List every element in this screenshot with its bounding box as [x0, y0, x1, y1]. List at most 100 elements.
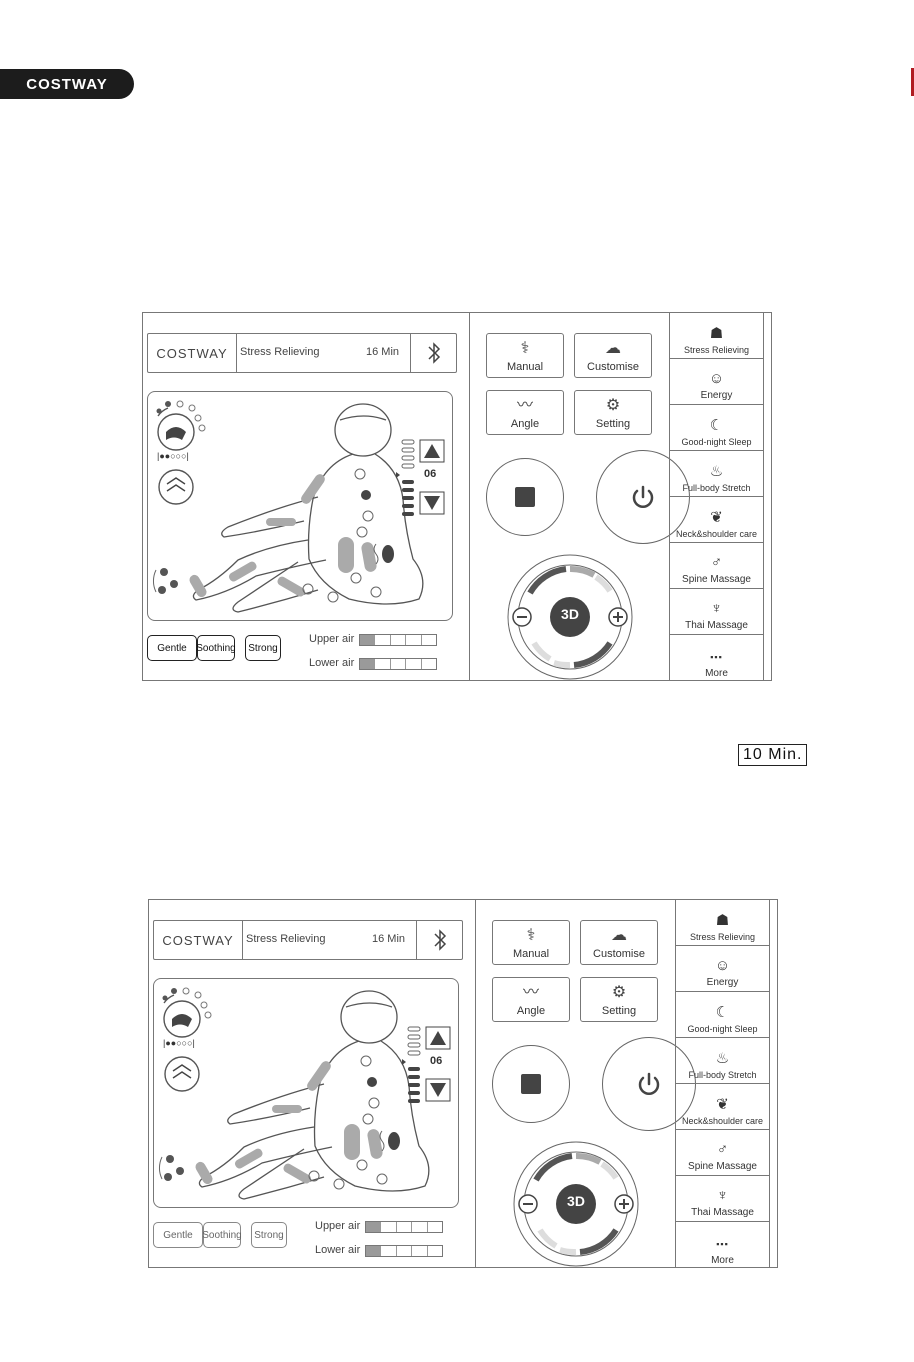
program-thai-massage[interactable]: ♆ Thai Massage	[670, 589, 763, 635]
header-logo: COSTWAY	[148, 334, 237, 372]
program-spine-massage[interactable]: ♂ Spine Massage	[670, 543, 763, 589]
customise-label: Customise	[593, 948, 645, 960]
3d-dial[interactable]: 3D	[512, 1140, 640, 1268]
intensity-gentle-button[interactable]: Gentle	[147, 635, 197, 661]
bluetooth-button[interactable]	[416, 921, 463, 959]
program-label: Thai Massage	[691, 1207, 754, 1218]
thai-icon: ♆	[716, 1187, 729, 1204]
massage-person-icon: ⚕	[526, 927, 536, 944]
left-section: COSTWAY Stress Relieving 16 Min |●●○○○|	[143, 313, 469, 680]
dial-graphic	[507, 554, 633, 680]
remote-screen-panel: COSTWAY Stress Relieving 16 Min |●●○○○|	[142, 312, 772, 681]
lower-air-level-bar[interactable]	[365, 1245, 443, 1257]
cloud-gear-icon: ☁	[611, 927, 627, 944]
stop-button[interactable]	[486, 458, 564, 536]
power-button[interactable]	[602, 1037, 696, 1131]
current-mode: Stress Relieving	[246, 933, 326, 945]
program-neck-shoulder-care[interactable]: ❦ Neck&shoulder care	[676, 1084, 769, 1130]
level-down-button[interactable]	[426, 1079, 450, 1101]
time-note: 10 Min.	[738, 744, 808, 766]
angle-label: Angle	[516, 1005, 546, 1017]
customise-button[interactable]: ☁ Customise	[574, 333, 652, 378]
angle-label: Angle	[510, 418, 540, 430]
current-mode: Stress Relieving	[240, 346, 320, 358]
setting-button[interactable]: ⚙ Setting	[580, 977, 658, 1022]
3d-plus-button[interactable]	[614, 1194, 634, 1214]
stress-icon: ☗	[715, 912, 730, 929]
program-label: Spine Massage	[682, 574, 751, 585]
stop-button[interactable]	[492, 1045, 570, 1123]
lower-air-level-bar[interactable]	[359, 658, 437, 670]
chair-body-diagram: |●●○○○|	[158, 987, 451, 1200]
spine-icon: ♂	[710, 554, 723, 571]
setting-button[interactable]: ⚙ Setting	[574, 390, 652, 435]
program-full-body-stretch[interactable]: ♨ Full-body Stretch	[676, 1038, 769, 1084]
intensity-strong-button[interactable]: Strong	[251, 1222, 287, 1248]
upper-air-level-bar[interactable]	[365, 1221, 443, 1233]
cloud-gear-icon: ☁	[605, 340, 621, 357]
bluetooth-button[interactable]	[410, 334, 457, 372]
program-good-night-sleep[interactable]: ☾ Good-night Sleep	[676, 992, 769, 1038]
manual-button[interactable]: ⚕ Manual	[492, 920, 570, 965]
intensity-soothing-button[interactable]: Soothing	[202, 1222, 242, 1248]
more-icon: ▪▪▪	[716, 1239, 729, 1249]
intensity-gentle-button[interactable]: Gentle	[153, 1222, 203, 1248]
program-label: Good-night Sleep	[687, 1024, 758, 1034]
program-thai-massage[interactable]: ♆ Thai Massage	[676, 1176, 769, 1222]
program-more[interactable]: ▪▪▪ More	[676, 1222, 769, 1269]
stop-icon	[515, 487, 535, 507]
program-label: Spine Massage	[688, 1161, 757, 1172]
level-down-button[interactable]	[420, 492, 444, 514]
bluetooth-icon	[434, 929, 447, 951]
brand-tab: COSTWAY	[0, 69, 134, 99]
body-diagram-box: |●●○○○| 06	[153, 978, 459, 1208]
program-stress-relieving[interactable]: ☗ Stress Relieving	[670, 313, 763, 359]
remote-screen-panel: COSTWAY Stress Relieving 16 Min |●●○○○|	[148, 899, 778, 1268]
customise-button[interactable]: ☁ Customise	[580, 920, 658, 965]
program-neck-shoulder-care[interactable]: ❦ Neck&shoulder care	[670, 497, 763, 543]
intensity-soothing-button[interactable]: Soothing	[196, 635, 236, 661]
remaining-time: 16 Min	[366, 346, 400, 358]
energy-icon: ☺	[714, 957, 731, 974]
svg-text:|●●○○○|: |●●○○○|	[157, 451, 189, 461]
setting-label: Setting	[601, 1005, 637, 1017]
3d-plus-button[interactable]	[608, 607, 628, 627]
stress-icon: ☗	[709, 325, 724, 342]
level-up-button[interactable]	[420, 440, 444, 462]
3d-dial[interactable]: 3D	[506, 553, 634, 681]
manual-label: Manual	[512, 948, 550, 960]
program-label: Neck&shoulder care	[681, 1116, 764, 1126]
program-energy[interactable]: ☺ Energy	[670, 359, 763, 405]
program-list: ☗ Stress Relieving ☺ Energy ☾ Good-night…	[675, 900, 770, 1267]
status-header: COSTWAY Stress Relieving 16 Min	[153, 920, 463, 960]
recline-icon: 〰	[516, 397, 533, 414]
angle-button[interactable]: 〰 Angle	[492, 977, 570, 1022]
stop-icon	[521, 1074, 541, 1094]
strength-level: 06	[430, 1055, 443, 1067]
angle-button[interactable]: 〰 Angle	[486, 390, 564, 435]
program-spine-massage[interactable]: ♂ Spine Massage	[676, 1130, 769, 1176]
upper-air-level-bar[interactable]	[359, 634, 437, 646]
manual-button[interactable]: ⚕ Manual	[486, 333, 564, 378]
program-more[interactable]: ▪▪▪ More	[670, 635, 763, 682]
power-button[interactable]	[596, 450, 690, 544]
intensity-strong-button[interactable]: Strong	[245, 635, 281, 661]
3d-minus-button[interactable]	[518, 1194, 538, 1214]
program-full-body-stretch[interactable]: ♨ Full-body Stretch	[670, 451, 763, 497]
control-section: ⚕ Manual ☁ Customise 〰 Angle ⚙ Setting 3…	[475, 900, 696, 1268]
upper-air-label: Upper air	[315, 1220, 361, 1232]
energy-icon: ☺	[708, 370, 725, 387]
program-stress-relieving[interactable]: ☗ Stress Relieving	[676, 900, 769, 946]
lower-air-label: Lower air	[309, 657, 355, 669]
program-energy[interactable]: ☺ Energy	[676, 946, 769, 992]
neck-icon: ❦	[710, 509, 723, 526]
program-label: Energy	[700, 390, 733, 401]
3d-minus-button[interactable]	[512, 607, 532, 627]
level-up-button[interactable]	[426, 1027, 450, 1049]
manual-label: Manual	[506, 361, 544, 373]
lower-air-label: Lower air	[315, 1244, 361, 1256]
program-label: More	[705, 668, 728, 679]
page-edge-mark	[911, 68, 914, 96]
massage-person-icon: ⚕	[520, 340, 530, 357]
program-good-night-sleep[interactable]: ☾ Good-night Sleep	[670, 405, 763, 451]
